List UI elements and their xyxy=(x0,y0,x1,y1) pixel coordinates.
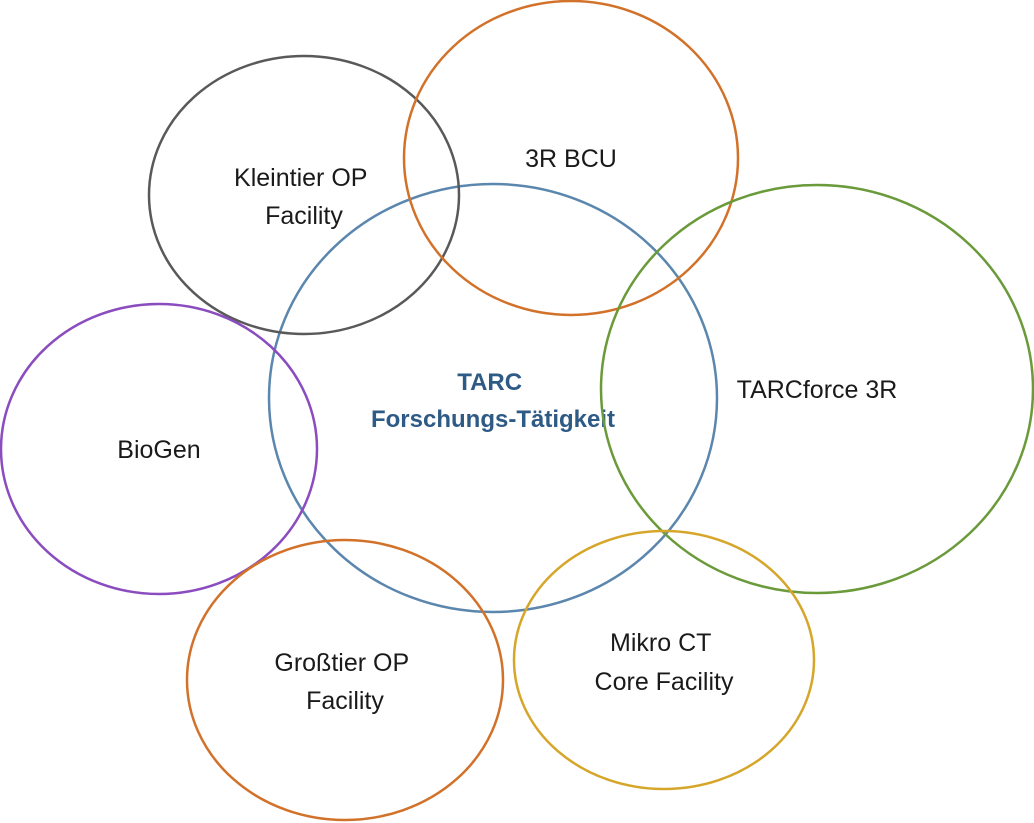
tarcforce-3r-circle xyxy=(599,183,1034,595)
tarc-label-line-1: TARC xyxy=(457,369,522,396)
node-tarc: TARC Forschungs-Tätigkeit xyxy=(267,182,719,614)
svg-text:TARC Forschungs-Tätigkei: TARC Forschungs-Tätigkeit xyxy=(371,369,615,433)
biogen-circle xyxy=(0,302,319,596)
svg-text:BioGen: BioGen xyxy=(117,436,200,464)
kleintier-op-label-line-2: Facility xyxy=(265,202,343,230)
svg-text:Mikro CT Core Facility: Mikro CT Core Facility xyxy=(595,629,734,696)
kleintier-op-label-line-1: Kleintier OP xyxy=(234,164,367,192)
node-mikro-ct: Mikro CT Core Facility xyxy=(512,529,816,791)
tarc-circle xyxy=(267,182,719,614)
3r-bcu-label: 3R BCU xyxy=(525,145,617,173)
grosstier-op-label-line-2: Facility xyxy=(306,687,384,715)
svg-text:3R BCU: 3R BCU xyxy=(525,145,617,173)
tarc-label-line-2: Forschungs-Tätigkeit xyxy=(371,406,615,433)
svg-text:Kleintier OP Facility: Kleintier OP Facility xyxy=(234,164,374,230)
grosstier-op-circle xyxy=(185,538,505,822)
kleintier-op-circle xyxy=(147,54,461,336)
node-kleintier-op: Kleintier OP Facility xyxy=(147,54,461,336)
node-tarcforce-3r: TARCforce 3R xyxy=(599,183,1034,595)
mikro-ct-label-line-2: Core Facility xyxy=(595,668,734,696)
node-grosstier-op: Großtier OP Facility xyxy=(185,538,505,822)
mikro-ct-label-line-1: Mikro CT xyxy=(610,629,711,657)
svg-text:TARCforce 3R: TARCforce 3R xyxy=(737,376,898,404)
mikro-ct-circle xyxy=(512,529,816,791)
grosstier-op-label-line-1: Großtier OP xyxy=(274,649,408,677)
svg-text:Großtier OP Facility: Großtier OP Facility xyxy=(274,649,415,715)
node-biogen: BioGen xyxy=(0,302,319,596)
3r-bcu-circle xyxy=(402,0,740,317)
tarcforce-3r-label: TARCforce 3R xyxy=(737,376,898,404)
node-3r-bcu: 3R BCU xyxy=(402,0,740,317)
biogen-label: BioGen xyxy=(117,436,200,464)
